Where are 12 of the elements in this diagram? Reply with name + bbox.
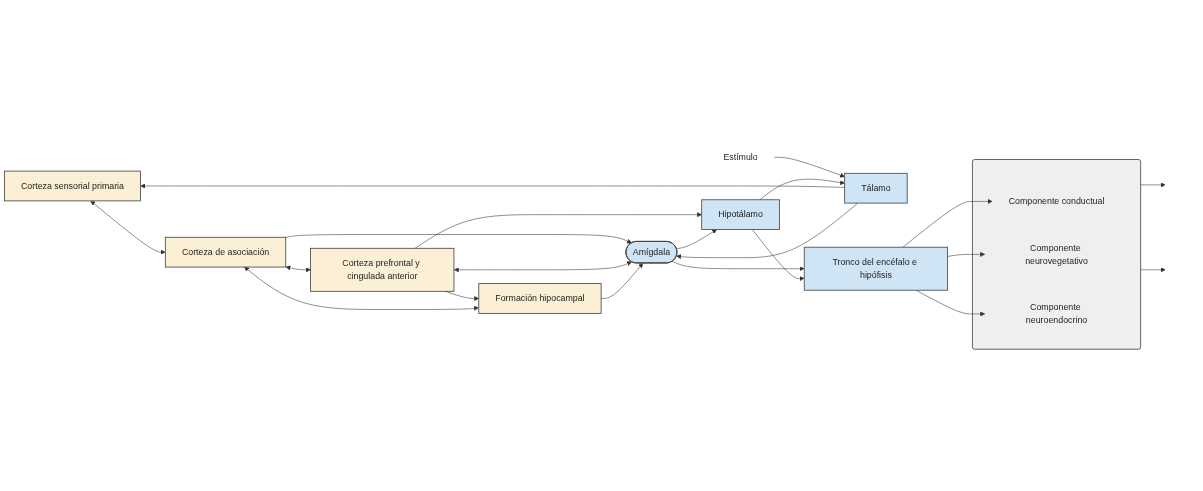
node-box: Corteza prefrontal y cingulada anterior	[310, 247, 455, 292]
node-text: Componente conductual	[1008, 196, 1105, 206]
node-box: Formación hipocampal	[478, 282, 602, 314]
node-text: Estímulo	[723, 152, 758, 162]
node-text: Componente neuroendocrino	[1025, 302, 1088, 325]
node-box: Hipotálamo	[701, 199, 780, 230]
node-box: Corteza de asociación	[164, 236, 287, 268]
node-text: Componente neurovegetativo	[1025, 242, 1088, 266]
cluster	[972, 158, 1142, 350]
node-box: Tálamo	[844, 172, 908, 204]
node-box: Tronco del encéfalo e hipófisis	[803, 246, 949, 291]
node-box: Corteza sensorial primaria	[4, 170, 141, 201]
